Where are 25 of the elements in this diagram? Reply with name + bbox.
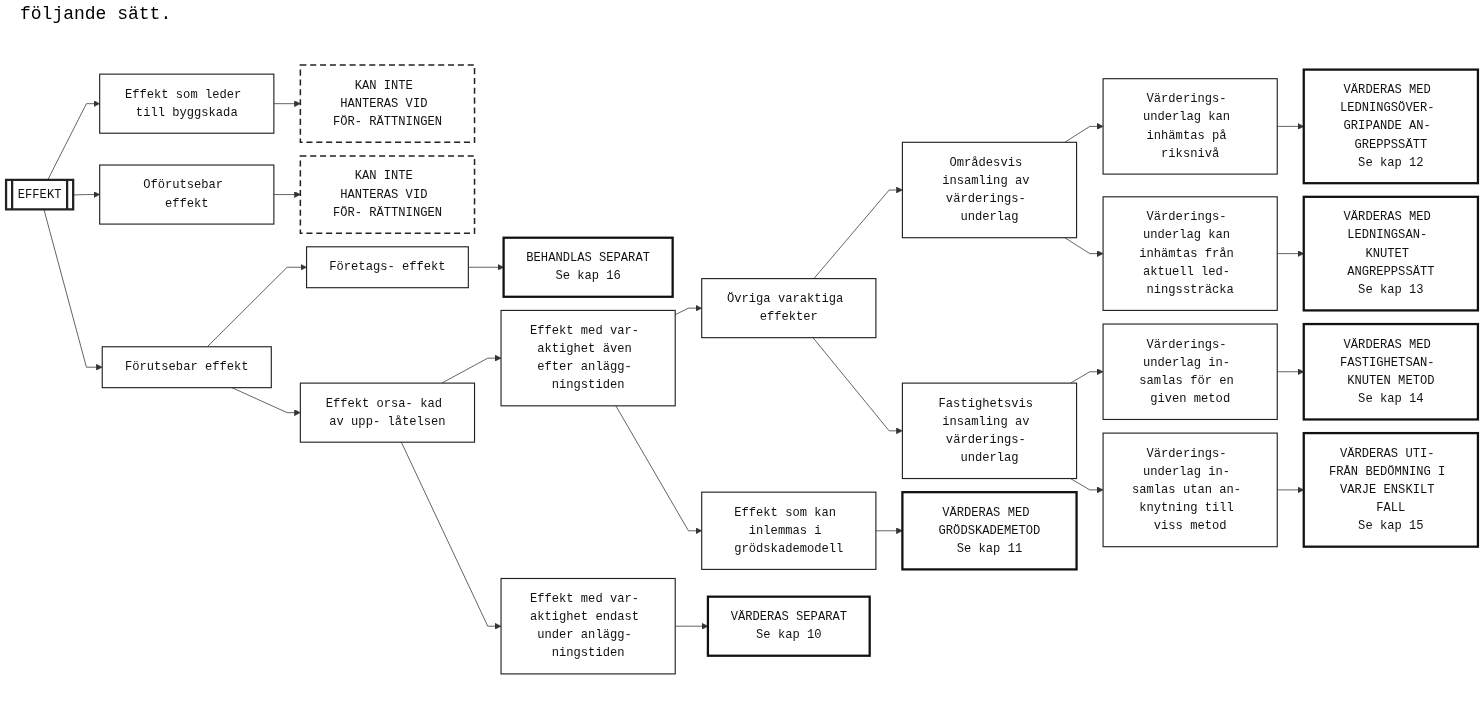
node-box: VÄRDERAS UTI- FRÅN BEDÖMNING I VARJE ENSKILT FALL Se kap 15	[1302, 431, 1480, 548]
node-box: Effekt som leder till byggskada	[99, 73, 275, 134]
node-box: BEHANDLAS SEPARAT Se kap 16	[502, 236, 674, 298]
node-box: Effekt med var- aktighet även efter anlägg- ningstiden	[500, 309, 676, 406]
node-box: Förutsebar effekt	[101, 345, 272, 388]
node-box: Värderings- underlag in- samlas utan an- knytning till viss metod	[1102, 432, 1278, 547]
node-box: VÄRDERAS MED FASTIGHETSAN- KNUTEN METOD Se kap 14	[1302, 322, 1480, 421]
node-box: Effekt som kan inlemmas i grödskademodell	[701, 491, 877, 570]
node-box: VÄRDERAS MED LEDNINGSAN- KNUTET ANGREPPSSÄTT Se kap 13	[1302, 195, 1480, 312]
node-box: VÄRDERAS MED GRÖDSKADEMETOD Se kap 11	[901, 490, 1078, 571]
node-box: Oförutsebar effekt	[99, 163, 275, 225]
node-box: Effekt orsa- kad av upp- låtelsen	[299, 382, 476, 443]
node-box: Värderings- underlag kan inhämtas från aktuell led- ningssträcka	[1102, 195, 1278, 311]
node-box: Övriga varaktiga effekter	[701, 277, 877, 338]
node-box: Fastighetsvis insamling av värderings- underlag	[901, 382, 1078, 479]
node-box: Effekt med var- aktighet endast under anlägg- ningstiden	[500, 577, 676, 674]
node-box: VÄRDERAS SEPARAT Se kap 10	[706, 595, 871, 657]
node-box: Företags- effekt	[306, 245, 469, 288]
node-box: Områdesvis insamling av värderings- underlag	[901, 141, 1078, 238]
node-box: VÄRDERAS MED LEDNINGSÖVER- GRIPANDE AN- GREPPSSÄTT Se kap 12	[1302, 68, 1480, 184]
node-box: Värderings- underlag kan inhämtas på riksnivå	[1102, 77, 1278, 175]
node-box: KAN INTE HANTERAS VID FÖR- RÄTTNINGEN	[299, 154, 476, 234]
node-box: KAN INTE HANTERAS VID FÖR- RÄTTNINGEN	[299, 63, 476, 143]
node-box: Värderings- underlag in- samlas för en given metod	[1102, 323, 1278, 420]
body-text: följande sätt.	[20, 4, 172, 24]
